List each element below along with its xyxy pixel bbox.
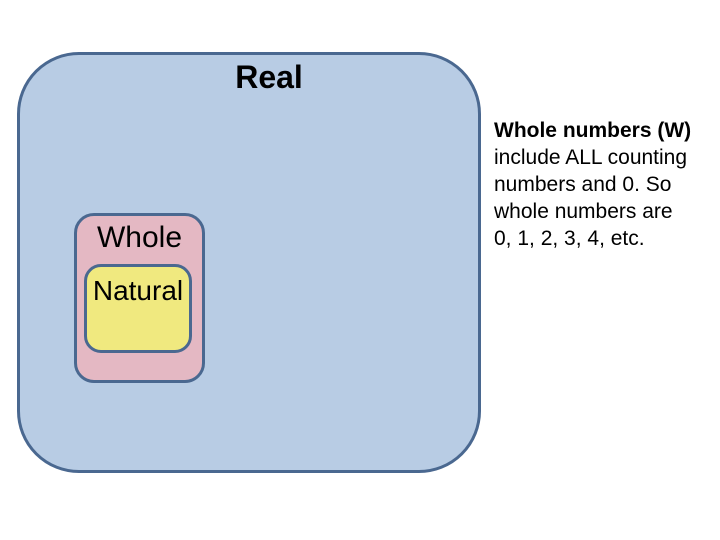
note-line-1: Whole numbers (W) — [494, 119, 692, 142]
whole-set-label: Whole — [96, 221, 183, 254]
natural-set-label: Natural — [92, 275, 184, 306]
real-set-label: Real — [235, 59, 303, 95]
whole-numbers-note: Whole numbers (W) include ALL counting n… — [494, 117, 714, 252]
note-line-2: include ALL counting — [494, 146, 688, 169]
natural-set-box: Natural — [84, 264, 192, 353]
note-line-3: numbers and 0. So — [494, 173, 672, 196]
note-line-4: whole numbers are — [494, 200, 673, 223]
note-line-5: 0, 1, 2, 3, 4, etc. — [494, 227, 645, 250]
real-set-box: Real Whole Natural — [17, 52, 481, 473]
whole-set-box: Whole Natural — [74, 213, 205, 383]
